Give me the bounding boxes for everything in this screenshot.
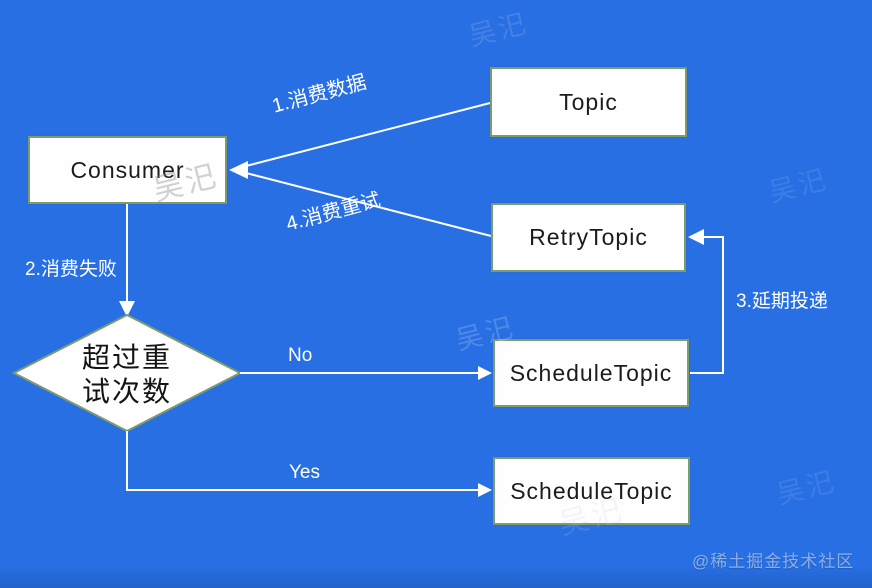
node-retry-topic: RetryTopic xyxy=(491,203,686,272)
arrowhead-into-retry-topic xyxy=(688,229,704,245)
edge-delayed-delivery-line xyxy=(690,236,724,374)
node-consumer: Consumer xyxy=(28,136,227,204)
node-schedule-topic-yes-label: ScheduleTopic xyxy=(510,477,673,504)
decision-label-line2: 试次数 xyxy=(81,376,172,407)
edge-label-yes: Yes xyxy=(289,462,320,483)
site-credit-watermark: @稀土掘金技术社区 xyxy=(692,552,855,571)
node-schedule-topic-yes: ScheduleTopic xyxy=(493,457,690,525)
node-retry-topic-label: RetryTopic xyxy=(529,224,648,250)
edge-label-no: No xyxy=(288,345,313,366)
author-watermark: 吴汜 xyxy=(465,8,532,52)
node-topic-label: Topic xyxy=(559,88,618,115)
edge-label-consume-fail: 2.消费失败 xyxy=(25,259,117,280)
node-schedule-topic-no: ScheduleTopic xyxy=(493,339,689,407)
author-watermark: 吴汜 xyxy=(773,466,840,510)
author-watermark: 吴汜 xyxy=(765,164,832,208)
edge-label-consume-data: 1.消费数据 xyxy=(269,71,369,118)
arrowhead-into-diamond xyxy=(119,301,135,317)
decision-label-line1: 超过重 xyxy=(81,342,172,373)
node-schedule-topic-no-label: ScheduleTopic xyxy=(509,359,673,386)
arrowhead-into-schedule-no xyxy=(478,366,492,380)
arrowhead-into-consumer xyxy=(229,161,248,179)
decision-diamond-label: 超过重 试次数 xyxy=(42,341,212,409)
arrowhead-into-schedule-yes xyxy=(478,483,492,497)
node-topic: Topic xyxy=(490,67,687,137)
node-consumer-label: Consumer xyxy=(70,156,185,183)
edge-label-consume-retry: 4.消费重试 xyxy=(283,189,383,236)
edge-label-delayed-delivery: 3.延期投递 xyxy=(736,291,828,312)
